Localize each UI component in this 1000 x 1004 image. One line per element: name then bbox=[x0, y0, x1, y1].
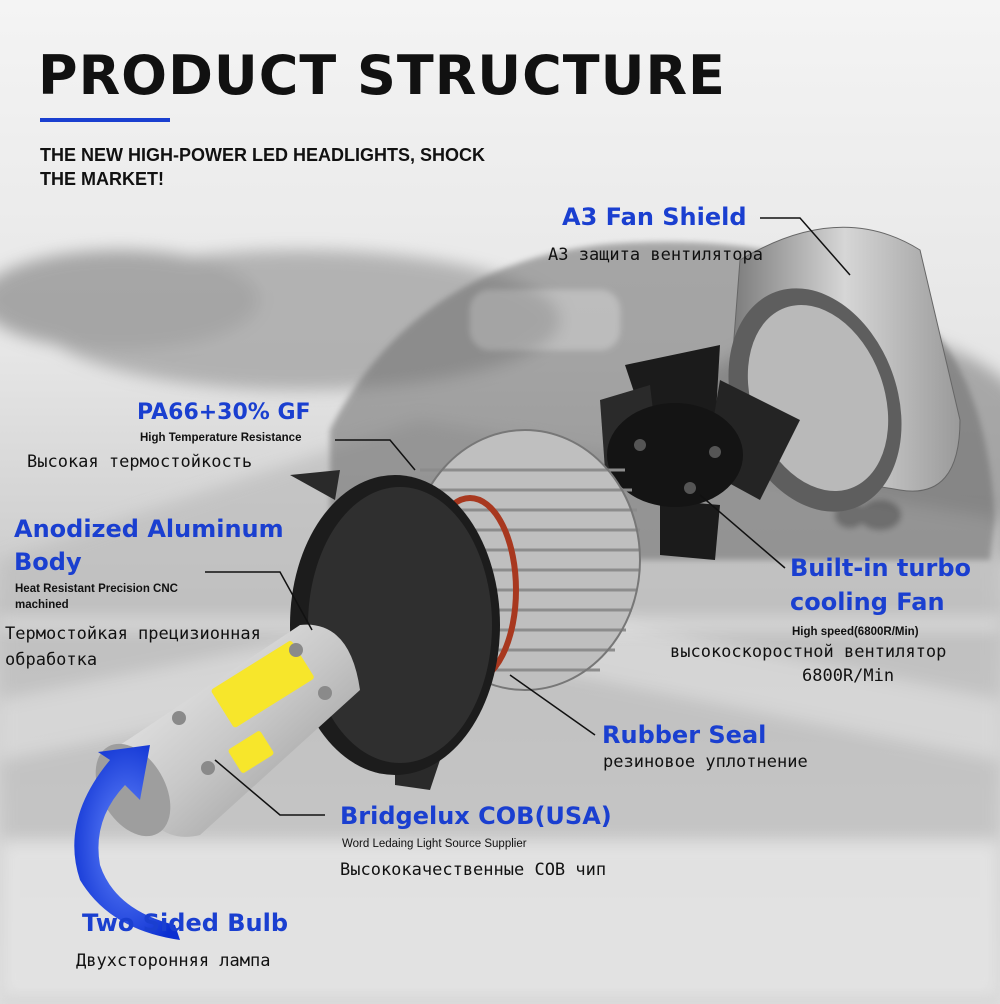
aluminum-subtitle-line2: machined bbox=[15, 599, 69, 611]
cob-ru: Высококачественные COB чип bbox=[340, 860, 607, 880]
fan-title-line2: cooling Fan bbox=[790, 588, 945, 616]
two-sided-bulb-title: Two Sided Bulb bbox=[82, 909, 289, 937]
pa66-ru: Высокая термостойкость bbox=[27, 452, 253, 472]
fan-ru-line1: высокоскоростной вентилятор bbox=[670, 642, 947, 662]
fan-ru-line2: 6800R/Min bbox=[802, 666, 895, 686]
aluminum-title-line1: Anodized Aluminum bbox=[14, 515, 284, 543]
fan-shield-graphic bbox=[728, 226, 961, 512]
page-title: PRODUCT STRUCTURE bbox=[38, 44, 726, 107]
cob-subtitle: Word Ledaing Light Source Supplier bbox=[342, 838, 527, 850]
cob-title: Bridgelux COB(USA) bbox=[340, 802, 612, 830]
pa66-subtitle: High Temperature Resistance bbox=[140, 432, 302, 444]
tagline: THE NEW HIGH-POWER LED HEADLIGHTS, SHOCK… bbox=[40, 145, 485, 189]
two-sided-bulb-ru: Двухсторонняя лампа bbox=[76, 951, 271, 971]
rotation-arrow-icon bbox=[74, 745, 180, 940]
fan-shield-title: A3 Fan Shield bbox=[562, 203, 747, 231]
fan-subtitle: High speed(6800R/Min) bbox=[792, 626, 919, 638]
aluminum-ru-line1: Термостойкая прецизионная bbox=[5, 624, 261, 644]
rubber-seal-title: Rubber Seal bbox=[602, 721, 767, 749]
aluminum-title-line2: Body bbox=[14, 548, 82, 576]
aluminum-subtitle-line1: Heat Resistant Precision CNC bbox=[15, 583, 178, 595]
rubber-seal-ru: резиновое уплотнение bbox=[603, 752, 808, 772]
title-accent-bar bbox=[40, 118, 170, 122]
pa66-title: PA66+30% GF bbox=[137, 400, 311, 425]
cooling-fan-graphic bbox=[600, 345, 800, 560]
fan-shield-ru: A3 защита вентилятора bbox=[548, 245, 763, 265]
aluminum-ru-line2: обработка bbox=[5, 650, 98, 670]
fan-title-line1: Built-in turbo bbox=[790, 554, 971, 582]
